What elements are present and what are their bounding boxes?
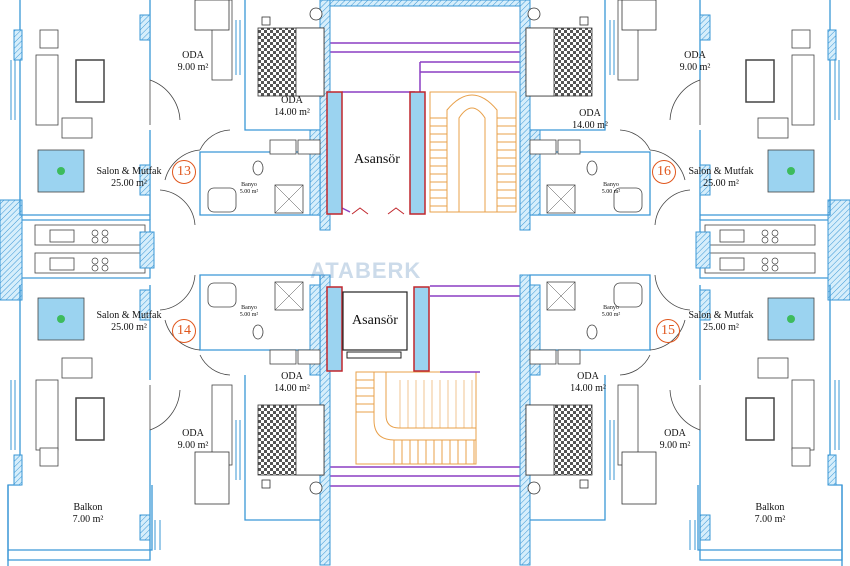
room-name: Balkon bbox=[73, 502, 103, 513]
cooktop-burner bbox=[771, 229, 779, 237]
unit16-banyo: Banyo 5.00 m² bbox=[596, 182, 626, 196]
room-name: ODA bbox=[577, 371, 599, 382]
room-area: 9.00 m² bbox=[679, 61, 711, 73]
cooktop-burner bbox=[91, 264, 99, 272]
unit15-oda-big: ODA 14.00 m² bbox=[558, 371, 618, 394]
room-area: 25.00 m² bbox=[111, 321, 147, 333]
watermark-logo: ATABERK bbox=[310, 258, 422, 283]
room-area: 5.00 m² bbox=[601, 311, 621, 318]
unit13-oda-big: ODA 14.00 m² bbox=[262, 95, 322, 118]
kitchen-fixtures bbox=[49, 229, 779, 272]
room-area: 5.00 m² bbox=[239, 311, 259, 318]
unit14-balkon: Balkon 7.00 m² bbox=[58, 502, 118, 525]
cooktop-burner bbox=[101, 257, 109, 265]
room-name: ODA bbox=[182, 428, 204, 439]
room-area: 25.00 m² bbox=[111, 177, 147, 189]
room-name: Balkon bbox=[755, 502, 785, 513]
room-name: Banyo bbox=[241, 305, 257, 311]
windows bbox=[10, 20, 840, 550]
stair-upper bbox=[429, 91, 517, 213]
cooktop-burner bbox=[761, 236, 769, 244]
balconies bbox=[7, 485, 843, 561]
sink bbox=[49, 257, 75, 271]
unit-number-badge: 14 bbox=[172, 319, 196, 343]
room-name: ODA bbox=[684, 50, 706, 61]
room-name: Salon & Mutfak bbox=[688, 166, 754, 177]
unit-number-badge: 16 bbox=[652, 160, 676, 184]
room-area: 14.00 m² bbox=[274, 106, 310, 118]
cooktop-burner bbox=[101, 264, 109, 272]
unit-walls bbox=[7, 0, 843, 566]
room-name: ODA bbox=[579, 108, 601, 119]
cooktop-burner bbox=[91, 257, 99, 265]
cooktop-burner bbox=[771, 257, 779, 265]
cooktop-burner bbox=[761, 264, 769, 272]
cooktop-burner bbox=[101, 236, 109, 244]
sink bbox=[719, 229, 745, 243]
unit15-salon: Salon & Mutfak 25.00 m² bbox=[682, 310, 760, 333]
unit15-oda-small: ODA 9.00 m² bbox=[650, 428, 700, 451]
room-area: 9.00 m² bbox=[177, 439, 209, 451]
elevator-label-upper: Asansör bbox=[354, 152, 400, 167]
room-area: 7.00 m² bbox=[754, 513, 786, 525]
sink bbox=[49, 229, 75, 243]
sink bbox=[719, 257, 745, 271]
cooktop-burner bbox=[91, 229, 99, 237]
unit13-oda-small: ODA 9.00 m² bbox=[168, 50, 218, 73]
cooktop-burner bbox=[771, 264, 779, 272]
unit-number-badge: 15 bbox=[656, 319, 680, 343]
unit15-banyo: Banyo 5.00 m² bbox=[596, 305, 626, 319]
cooktop-burner bbox=[761, 257, 769, 265]
room-area: 14.00 m² bbox=[274, 382, 310, 394]
room-name: ODA bbox=[281, 95, 303, 106]
unit16-salon: Salon & Mutfak 25.00 m² bbox=[682, 166, 760, 189]
elevator-lower bbox=[326, 286, 430, 372]
beds bbox=[194, 0, 657, 505]
stair-upper-steps bbox=[430, 117, 516, 207]
unit14-banyo: Banyo 5.00 m² bbox=[234, 305, 264, 319]
wall-blocks bbox=[13, 14, 837, 541]
room-name: ODA bbox=[281, 371, 303, 382]
unit13-banyo: Banyo 5.00 m² bbox=[234, 182, 264, 196]
room-area: 5.00 m² bbox=[601, 188, 621, 195]
stair-lower-steps bbox=[356, 379, 475, 464]
unit-number-badge: 13 bbox=[172, 160, 196, 184]
bathroom-fixtures bbox=[207, 160, 643, 340]
room-name: Banyo bbox=[241, 182, 257, 188]
room-area: 9.00 m² bbox=[659, 439, 691, 451]
unit15-balkon: Balkon 7.00 m² bbox=[740, 502, 800, 525]
unit13-salon: Salon & Mutfak 25.00 m² bbox=[90, 166, 168, 189]
unit16-oda-big: ODA 14.00 m² bbox=[560, 108, 620, 131]
room-area: 5.00 m² bbox=[239, 188, 259, 195]
dining-sets bbox=[37, 149, 815, 341]
room-area: 25.00 m² bbox=[703, 177, 739, 189]
room-area: 14.00 m² bbox=[570, 382, 606, 394]
room-name: Banyo bbox=[603, 305, 619, 311]
room-name: Salon & Mutfak bbox=[688, 310, 754, 321]
room-name: ODA bbox=[664, 428, 686, 439]
unit14-salon: Salon & Mutfak 25.00 m² bbox=[90, 310, 168, 333]
cooktop-burner bbox=[101, 229, 109, 237]
cooktop-burner bbox=[761, 229, 769, 237]
room-name: ODA bbox=[182, 50, 204, 61]
cooktop-burner bbox=[771, 236, 779, 244]
room-area: 9.00 m² bbox=[177, 61, 209, 73]
unit16-oda-small: ODA 9.00 m² bbox=[670, 50, 720, 73]
elevator-upper bbox=[326, 91, 426, 215]
room-area: 14.00 m² bbox=[572, 119, 608, 131]
room-name: Salon & Mutfak bbox=[96, 166, 162, 177]
unit14-oda-small: ODA 9.00 m² bbox=[168, 428, 218, 451]
unit14-oda-big: ODA 14.00 m² bbox=[262, 371, 322, 394]
living-furniture bbox=[35, 29, 815, 467]
room-area: 25.00 m² bbox=[703, 321, 739, 333]
room-name: Banyo bbox=[603, 182, 619, 188]
room-name: Salon & Mutfak bbox=[96, 310, 162, 321]
cooktop-burner bbox=[91, 236, 99, 244]
room-area: 7.00 m² bbox=[72, 513, 104, 525]
elevator-label-lower: Asansör bbox=[352, 313, 398, 328]
